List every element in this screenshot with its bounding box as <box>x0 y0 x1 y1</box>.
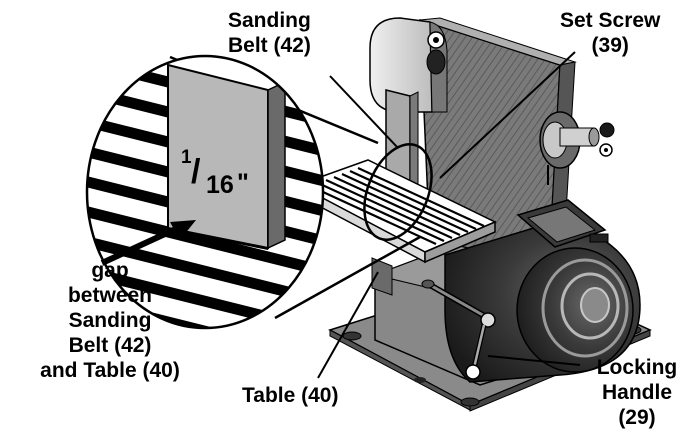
label-set-screw: Set Screw (39) <box>560 8 660 58</box>
label-set-screw-line2: (39) <box>591 34 629 57</box>
gap-arrow <box>100 220 196 266</box>
label-sanding-belt-line1: Sanding <box>228 9 311 32</box>
label-sanding-belt-line2: Belt (42) <box>228 34 311 57</box>
label-locking-handle-line2: Handle (29) <box>601 381 672 429</box>
label-locking-handle-line1: Locking <box>596 356 678 379</box>
locking-handle <box>421 279 496 380</box>
gap-slash: / <box>191 153 201 191</box>
label-sanding-belt: Sanding Belt (42) <box>228 8 311 58</box>
leader-lines <box>317 51 581 379</box>
leader-sanding-belt <box>329 75 399 149</box>
upper-belt-arm <box>369 17 448 113</box>
motor <box>444 199 641 383</box>
focus-ellipse <box>363 143 433 241</box>
gap-denominator: 16 <box>206 171 234 199</box>
leader-set-screw <box>439 51 576 179</box>
gap-numerator: 1 <box>181 147 192 168</box>
tension-shaft <box>539 111 615 185</box>
leader-locking-handle <box>487 355 581 366</box>
label-gap-line2: between <box>67 284 153 307</box>
label-table: Table (40) <box>242 383 338 408</box>
label-gap-line5: and Table (40) <box>40 359 180 382</box>
leader-table <box>317 271 379 379</box>
label-gap-line1: gap <box>91 259 129 282</box>
belt-sander-diagram <box>85 17 652 412</box>
label-table-text: Table (40) <box>242 384 339 407</box>
table-slots <box>309 167 485 245</box>
label-gap-line4: Belt (42) <box>68 334 152 357</box>
gap-unit: " <box>237 169 249 197</box>
label-locking-handle: Locking Handle (29) <box>582 355 692 430</box>
gap-measurement: 1 / 16 " <box>177 147 267 217</box>
label-set-screw-line1: Set Screw <box>560 9 661 32</box>
label-gap: gap between Sanding Belt (42) and Table … <box>0 258 220 383</box>
label-gap-line3: Sanding <box>68 309 152 332</box>
table <box>296 159 497 296</box>
